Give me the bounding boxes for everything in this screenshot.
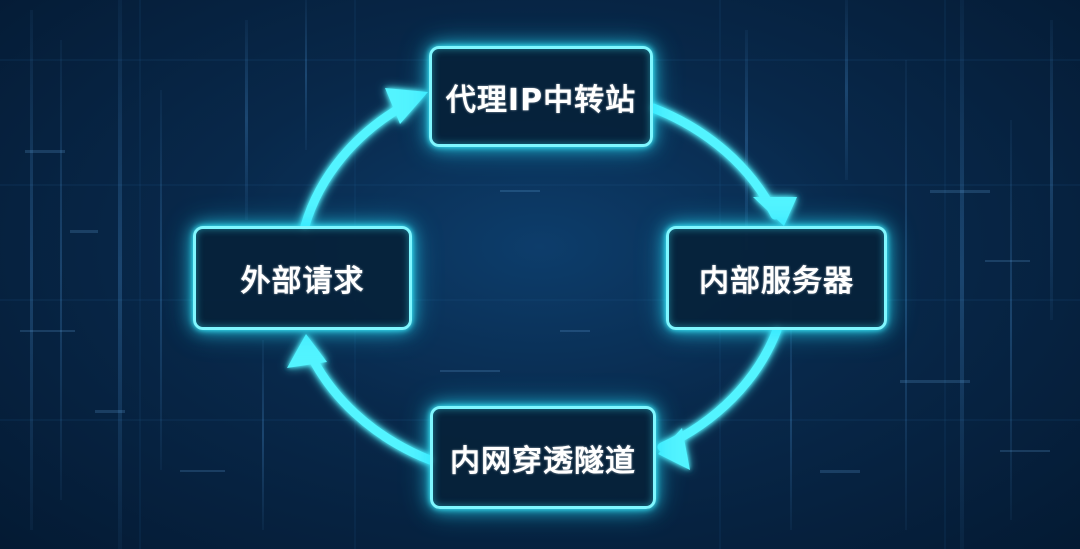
node-internal-server: 内部服务器 xyxy=(666,226,887,330)
arrowhead-into-left-node xyxy=(287,334,327,368)
arrowhead-into-bottom-node xyxy=(658,428,690,470)
node-external-request: 外部请求 xyxy=(193,226,412,330)
node-proxy-ip-relay-label: 代理IP中转站 xyxy=(445,82,637,118)
node-proxy-ip-relay: 代理IP中转站 xyxy=(429,46,653,147)
node-intranet-tunnel-label: 内网穿透隧道 xyxy=(450,443,636,479)
arrowhead-into-top-node xyxy=(385,88,428,124)
node-internal-server-label: 内部服务器 xyxy=(699,264,854,299)
node-intranet-tunnel: 内网穿透隧道 xyxy=(430,406,656,509)
node-external-request-label: 外部请求 xyxy=(240,264,365,299)
arrowhead-into-right-node xyxy=(753,197,797,226)
arc-left-to-top xyxy=(300,100,410,231)
arc-right-to-bottom xyxy=(657,325,782,452)
